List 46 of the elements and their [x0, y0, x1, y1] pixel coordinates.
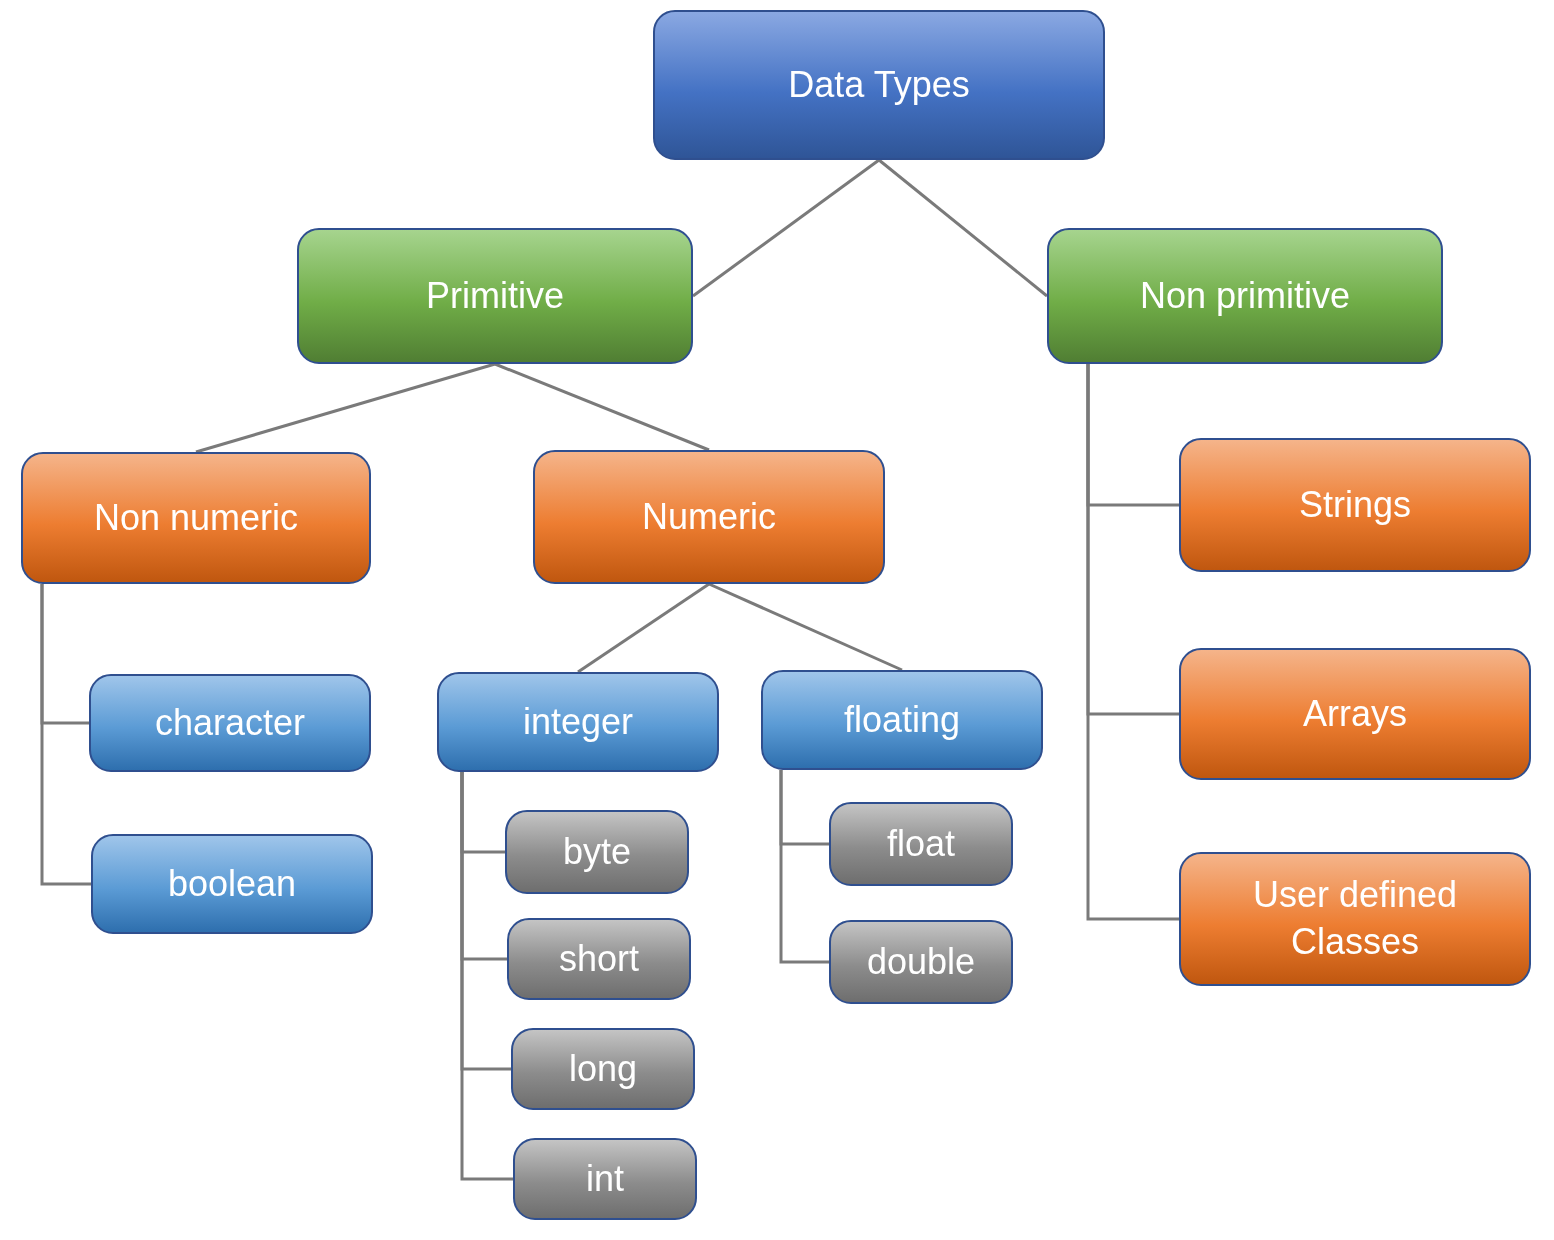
node-label: int [586, 1156, 624, 1201]
node-label: Arrays [1303, 691, 1407, 736]
connector-line [40, 584, 91, 886]
node-label: byte [562, 829, 631, 874]
leaf-box [829, 920, 1013, 1004]
type-box [91, 834, 373, 934]
node-label: Non primitive [1139, 273, 1351, 318]
node-label: character [154, 700, 306, 745]
connector-line [460, 772, 513, 1181]
root-box [653, 10, 1105, 160]
node-label: Numeric [642, 494, 776, 539]
connector-line [878, 158, 1048, 298]
node-label: boolean [167, 861, 297, 906]
leaf-box [513, 1138, 697, 1220]
leaf-box [507, 918, 691, 1000]
connector-line [708, 582, 903, 672]
node-label: Strings [1298, 482, 1411, 527]
connector-line [494, 362, 710, 452]
subcategory-box [21, 452, 371, 584]
subcategory-box [1179, 438, 1531, 572]
node-label: floating [843, 697, 961, 742]
node-label: short [558, 936, 639, 981]
connector-line [577, 582, 710, 674]
node-label: float [886, 821, 955, 866]
node-label: Non numeric [93, 495, 299, 540]
node-label: double [866, 939, 976, 984]
subcategory-box [1179, 852, 1531, 986]
category-box [1047, 228, 1443, 364]
type-box [437, 672, 719, 772]
subcategory-box [533, 450, 885, 584]
connector-line [1086, 364, 1179, 921]
connector-line [195, 362, 496, 454]
leaf-box [829, 802, 1013, 886]
type-box [761, 670, 1043, 770]
node-label: integer [522, 699, 634, 744]
connector-line [692, 158, 880, 298]
node-label: long [568, 1046, 638, 1091]
connector-line [779, 770, 829, 964]
node-label: Data Types [788, 62, 970, 107]
node-label: User defined Classes [1251, 873, 1459, 964]
node-label: Primitive [426, 273, 564, 318]
type-box [89, 674, 371, 772]
category-box [297, 228, 693, 364]
leaf-box [511, 1028, 695, 1110]
subcategory-box [1179, 648, 1531, 780]
leaf-box [505, 810, 689, 894]
